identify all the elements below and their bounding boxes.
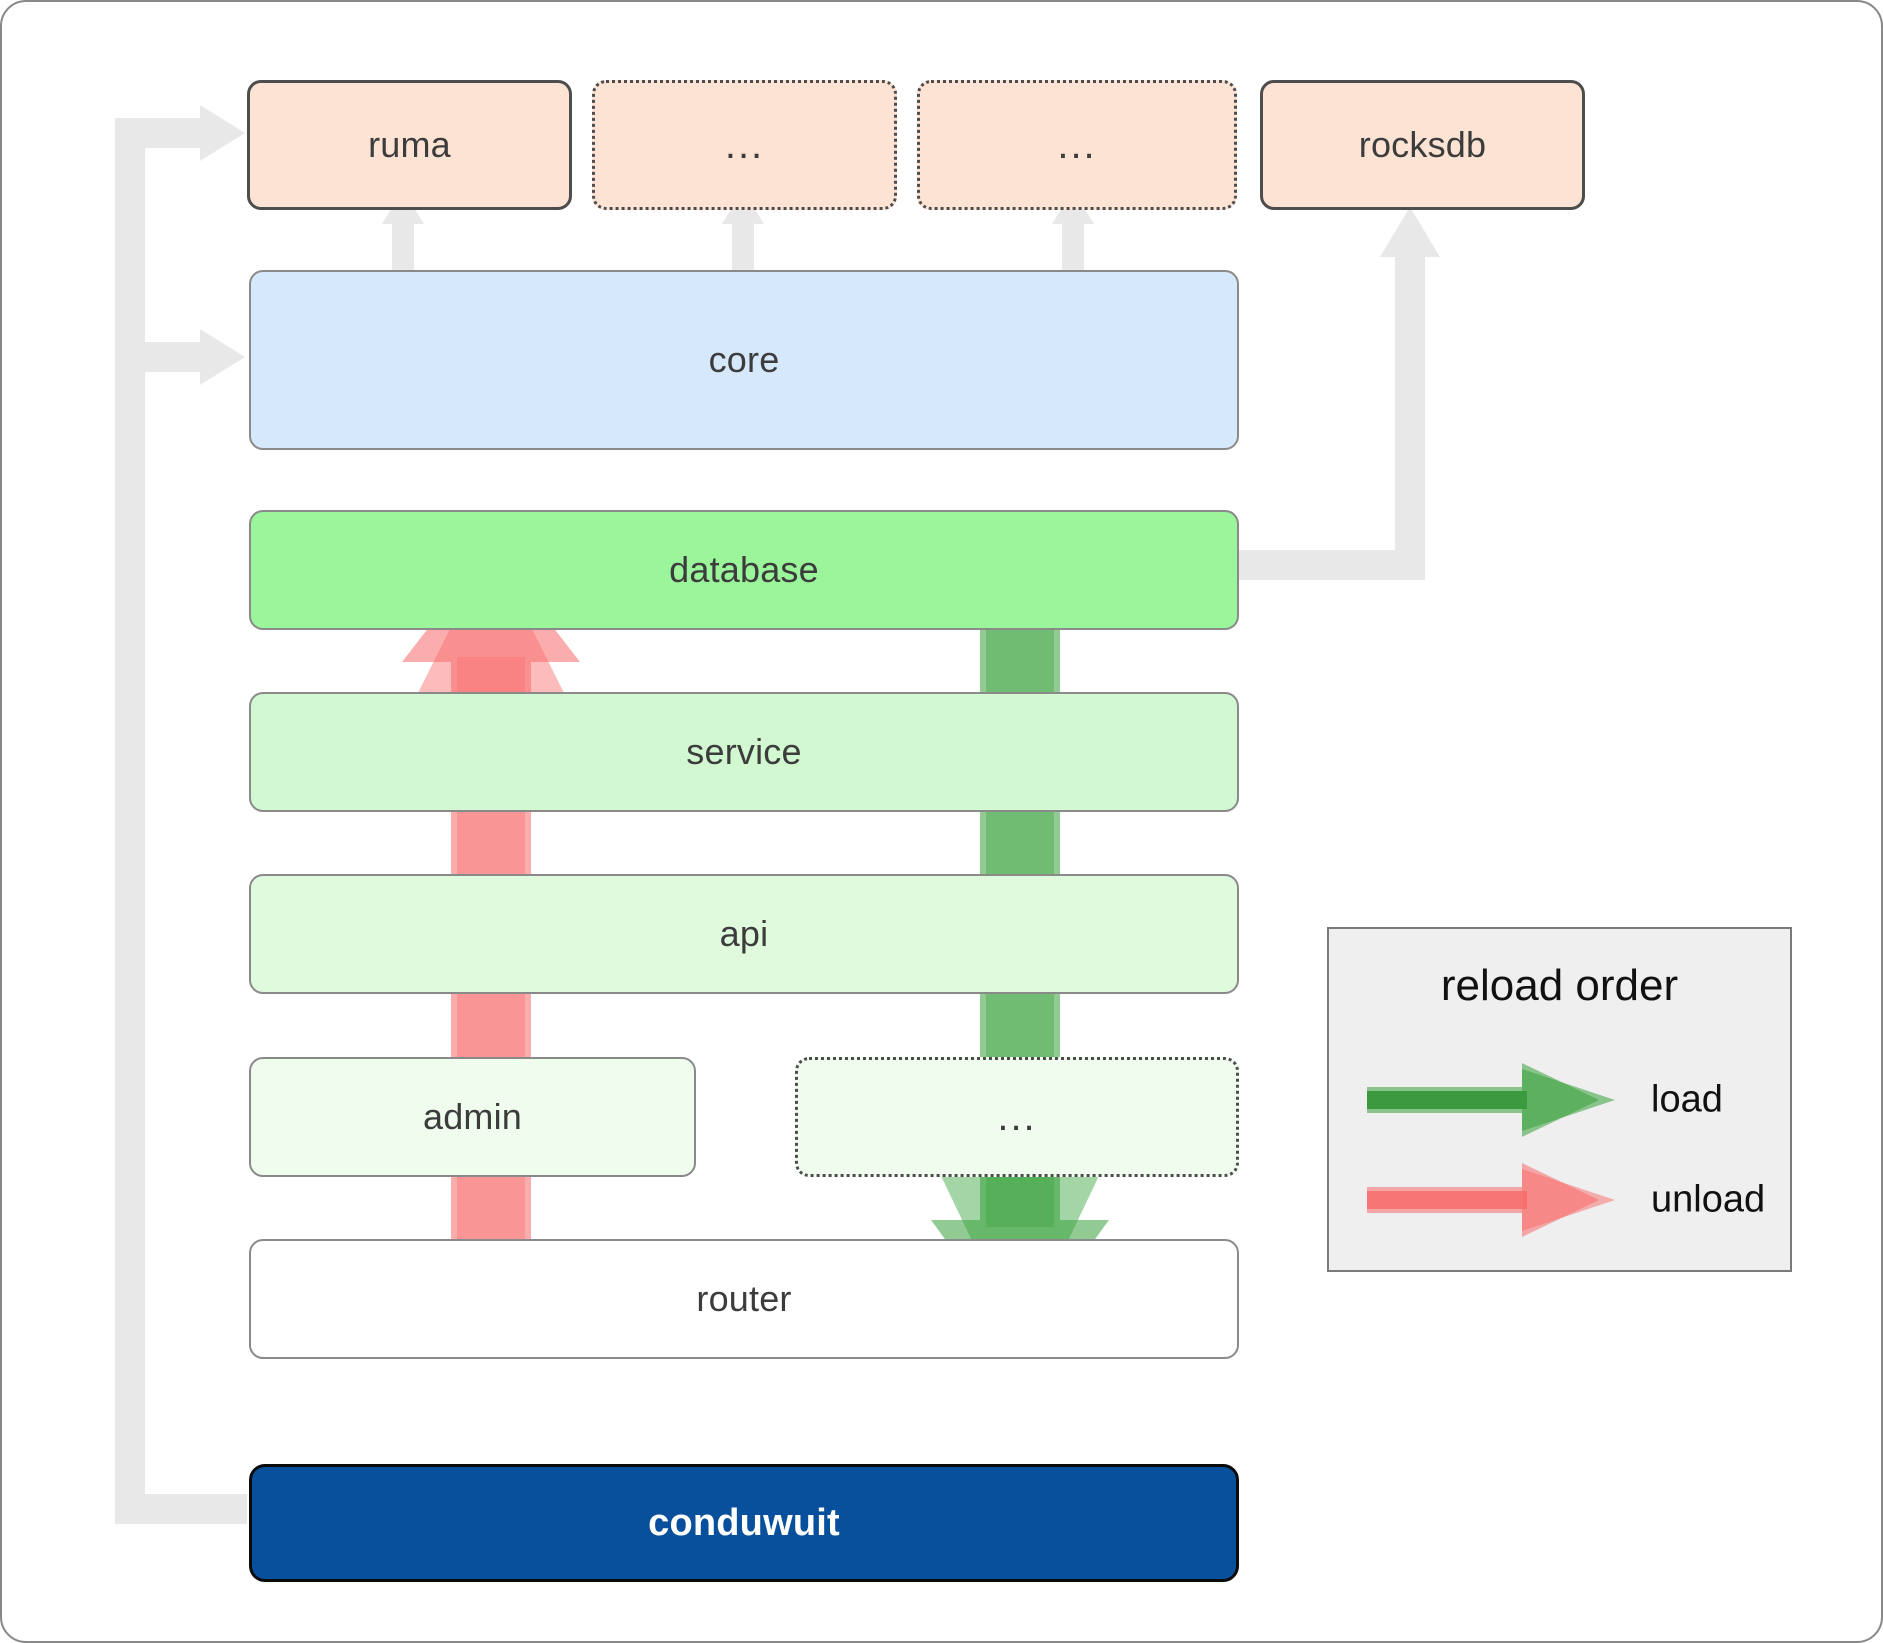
layer-label: admin	[422, 1096, 523, 1137]
core-label: core	[708, 339, 780, 380]
layer-label: database	[669, 549, 819, 590]
legend-arrow-load	[1367, 1063, 1615, 1137]
layer-label: service	[686, 731, 802, 772]
dependency-label: ...	[724, 123, 765, 167]
root-label: conduwuit	[648, 1501, 840, 1544]
dependency-label: rocksdb	[1358, 124, 1487, 165]
legend-panel: reload order load unload	[1327, 927, 1792, 1272]
core-box[interactable]: core	[249, 270, 1239, 450]
legend-arrow-unload	[1367, 1163, 1615, 1237]
layer-box-database[interactable]: database	[249, 510, 1239, 630]
database-to-rocksdb-connector	[1227, 207, 1440, 580]
layer-label: api	[719, 913, 769, 954]
legend-label-load: load	[1651, 1078, 1723, 1121]
root-box-conduwuit[interactable]: conduwuit	[249, 1464, 1239, 1582]
layer-box-admin[interactable]: admin	[249, 1057, 696, 1177]
legend-label-unload: unload	[1651, 1178, 1766, 1221]
layer-box-ellipsis[interactable]: ...	[795, 1057, 1239, 1177]
layer-box-router[interactable]: router	[249, 1239, 1239, 1359]
layer-box-service[interactable]: service	[249, 692, 1239, 812]
dependency-box-ruma[interactable]: ruma	[247, 80, 572, 210]
dependency-label: ruma	[368, 124, 451, 165]
layer-label: router	[696, 1278, 792, 1319]
layer-box-api[interactable]: api	[249, 874, 1239, 994]
legend-title: reload order	[1440, 961, 1679, 1010]
dependency-box-ellipsis-1[interactable]: ...	[592, 80, 897, 210]
dependency-label: ...	[1057, 123, 1097, 167]
conduwuit-to-deps-connector	[115, 105, 247, 1524]
dependency-box-rocksdb[interactable]: rocksdb	[1260, 80, 1585, 210]
dependency-box-ellipsis-2[interactable]: ...	[917, 80, 1237, 210]
layer-label: ...	[997, 1095, 1037, 1139]
